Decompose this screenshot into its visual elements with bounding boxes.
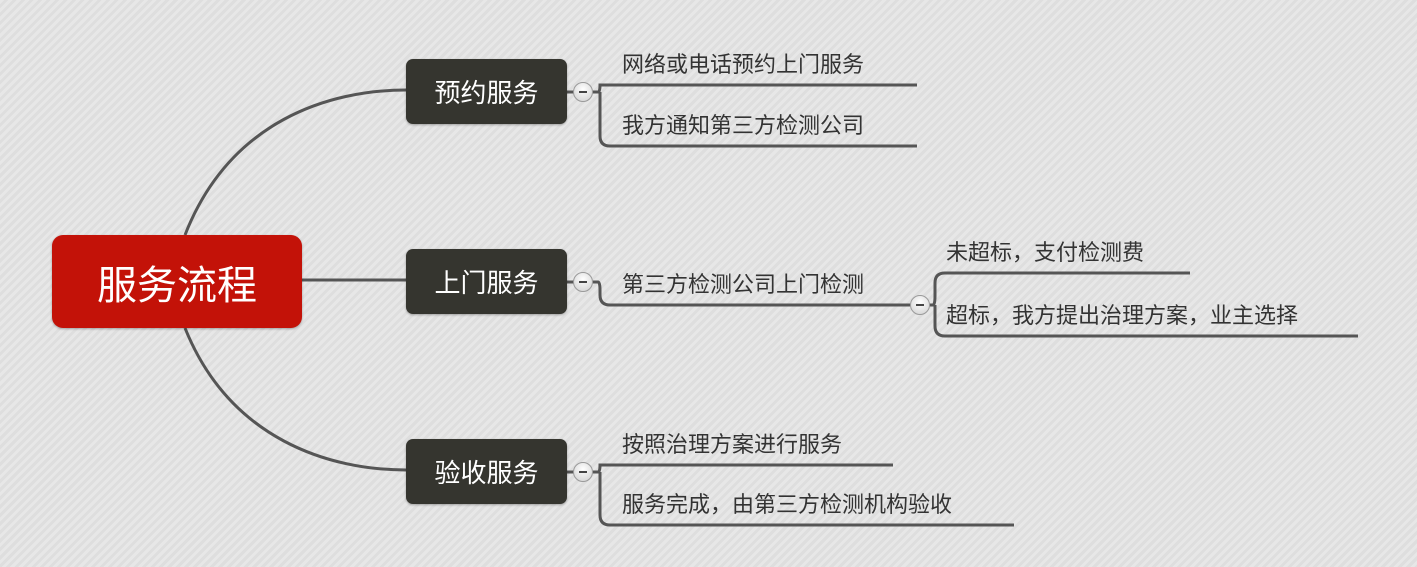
connector-root-booking: [183, 88, 407, 236]
topic-onsite-1[interactable]: 第三方检测公司上门检测: [622, 273, 865, 298]
collapse-minus-icon[interactable]: [910, 295, 930, 315]
branch-acceptance[interactable]: 验收服务: [406, 439, 567, 504]
connector-onsite-children: [593, 280, 910, 307]
collapse-minus-icon[interactable]: [573, 272, 593, 292]
connector-result-children: [930, 271, 1358, 338]
topic-result-1[interactable]: 未超标，支付检测费: [946, 241, 1145, 266]
topic-result-2[interactable]: 超标，我方提出治理方案，业主选择: [946, 304, 1299, 329]
topic-acceptance-2[interactable]: 服务完成，由第三方检测机构验收: [622, 493, 953, 518]
branch-booking[interactable]: 预约服务: [406, 59, 567, 124]
topic-booking-1[interactable]: 网络或电话预约上门服务: [622, 53, 865, 78]
connector-booking-children: [593, 83, 917, 148]
topic-booking-2[interactable]: 我方通知第三方检测公司: [622, 114, 865, 139]
branch-onsite[interactable]: 上门服务: [406, 249, 567, 314]
collapse-minus-icon[interactable]: [573, 82, 593, 102]
connector-acceptance-children: [593, 463, 1014, 527]
root-node[interactable]: 服务流程: [52, 235, 302, 328]
topic-acceptance-1[interactable]: 按照治理方案进行服务: [622, 433, 843, 458]
collapse-minus-icon[interactable]: [573, 462, 593, 482]
connector-root-acceptance: [183, 327, 407, 472]
